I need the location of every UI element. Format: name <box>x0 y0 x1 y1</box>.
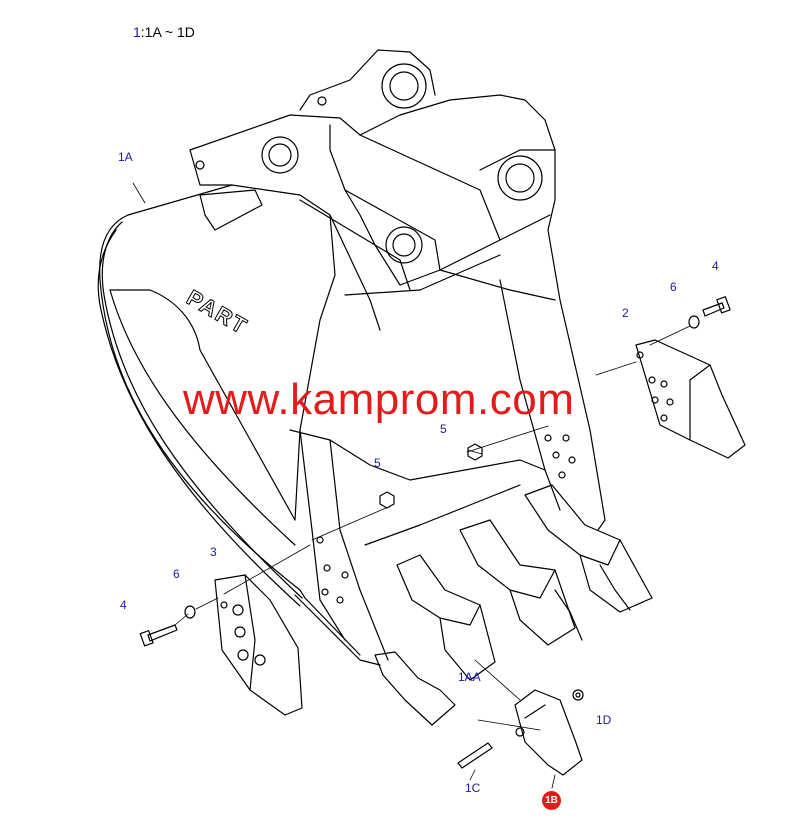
bucket-logo: PART <box>182 284 253 340</box>
callout-1D[interactable]: 1D <box>596 713 612 727</box>
diagram-title: 1:1A ~ 1D <box>133 24 195 40</box>
teeth-adapters <box>374 484 653 726</box>
callout-1C[interactable]: 1C <box>465 781 481 795</box>
callout-6-right[interactable]: 6 <box>670 280 677 294</box>
side-cutter-left <box>214 544 311 716</box>
callout-2[interactable]: 2 <box>622 306 629 320</box>
callout-5-middle[interactable]: 5 <box>374 456 381 470</box>
fasteners <box>132 182 731 701</box>
bucket-right-side <box>289 229 606 666</box>
bucket-shell <box>97 184 336 607</box>
callout-3[interactable]: 3 <box>210 545 217 559</box>
callout-1A[interactable]: 1A <box>118 150 133 164</box>
callout-4-right[interactable]: 4 <box>712 259 719 273</box>
title-index: 1 <box>133 24 141 40</box>
mounting-frame <box>189 49 556 331</box>
callout-1B-highlight[interactable]: 1B <box>542 791 561 810</box>
watermark: www.kamprom.com <box>183 375 575 424</box>
callout-1AA[interactable]: 1AA <box>458 670 481 684</box>
exploded-tooth <box>457 689 584 789</box>
callout-6-left[interactable]: 6 <box>173 567 180 581</box>
callout-5-upper[interactable]: 5 <box>440 422 447 436</box>
title-range: :1A ~ 1D <box>140 24 195 40</box>
callout-4-left[interactable]: 4 <box>120 598 127 612</box>
side-cutter-right <box>595 339 746 459</box>
bucket-logo-text: PART <box>183 285 253 340</box>
